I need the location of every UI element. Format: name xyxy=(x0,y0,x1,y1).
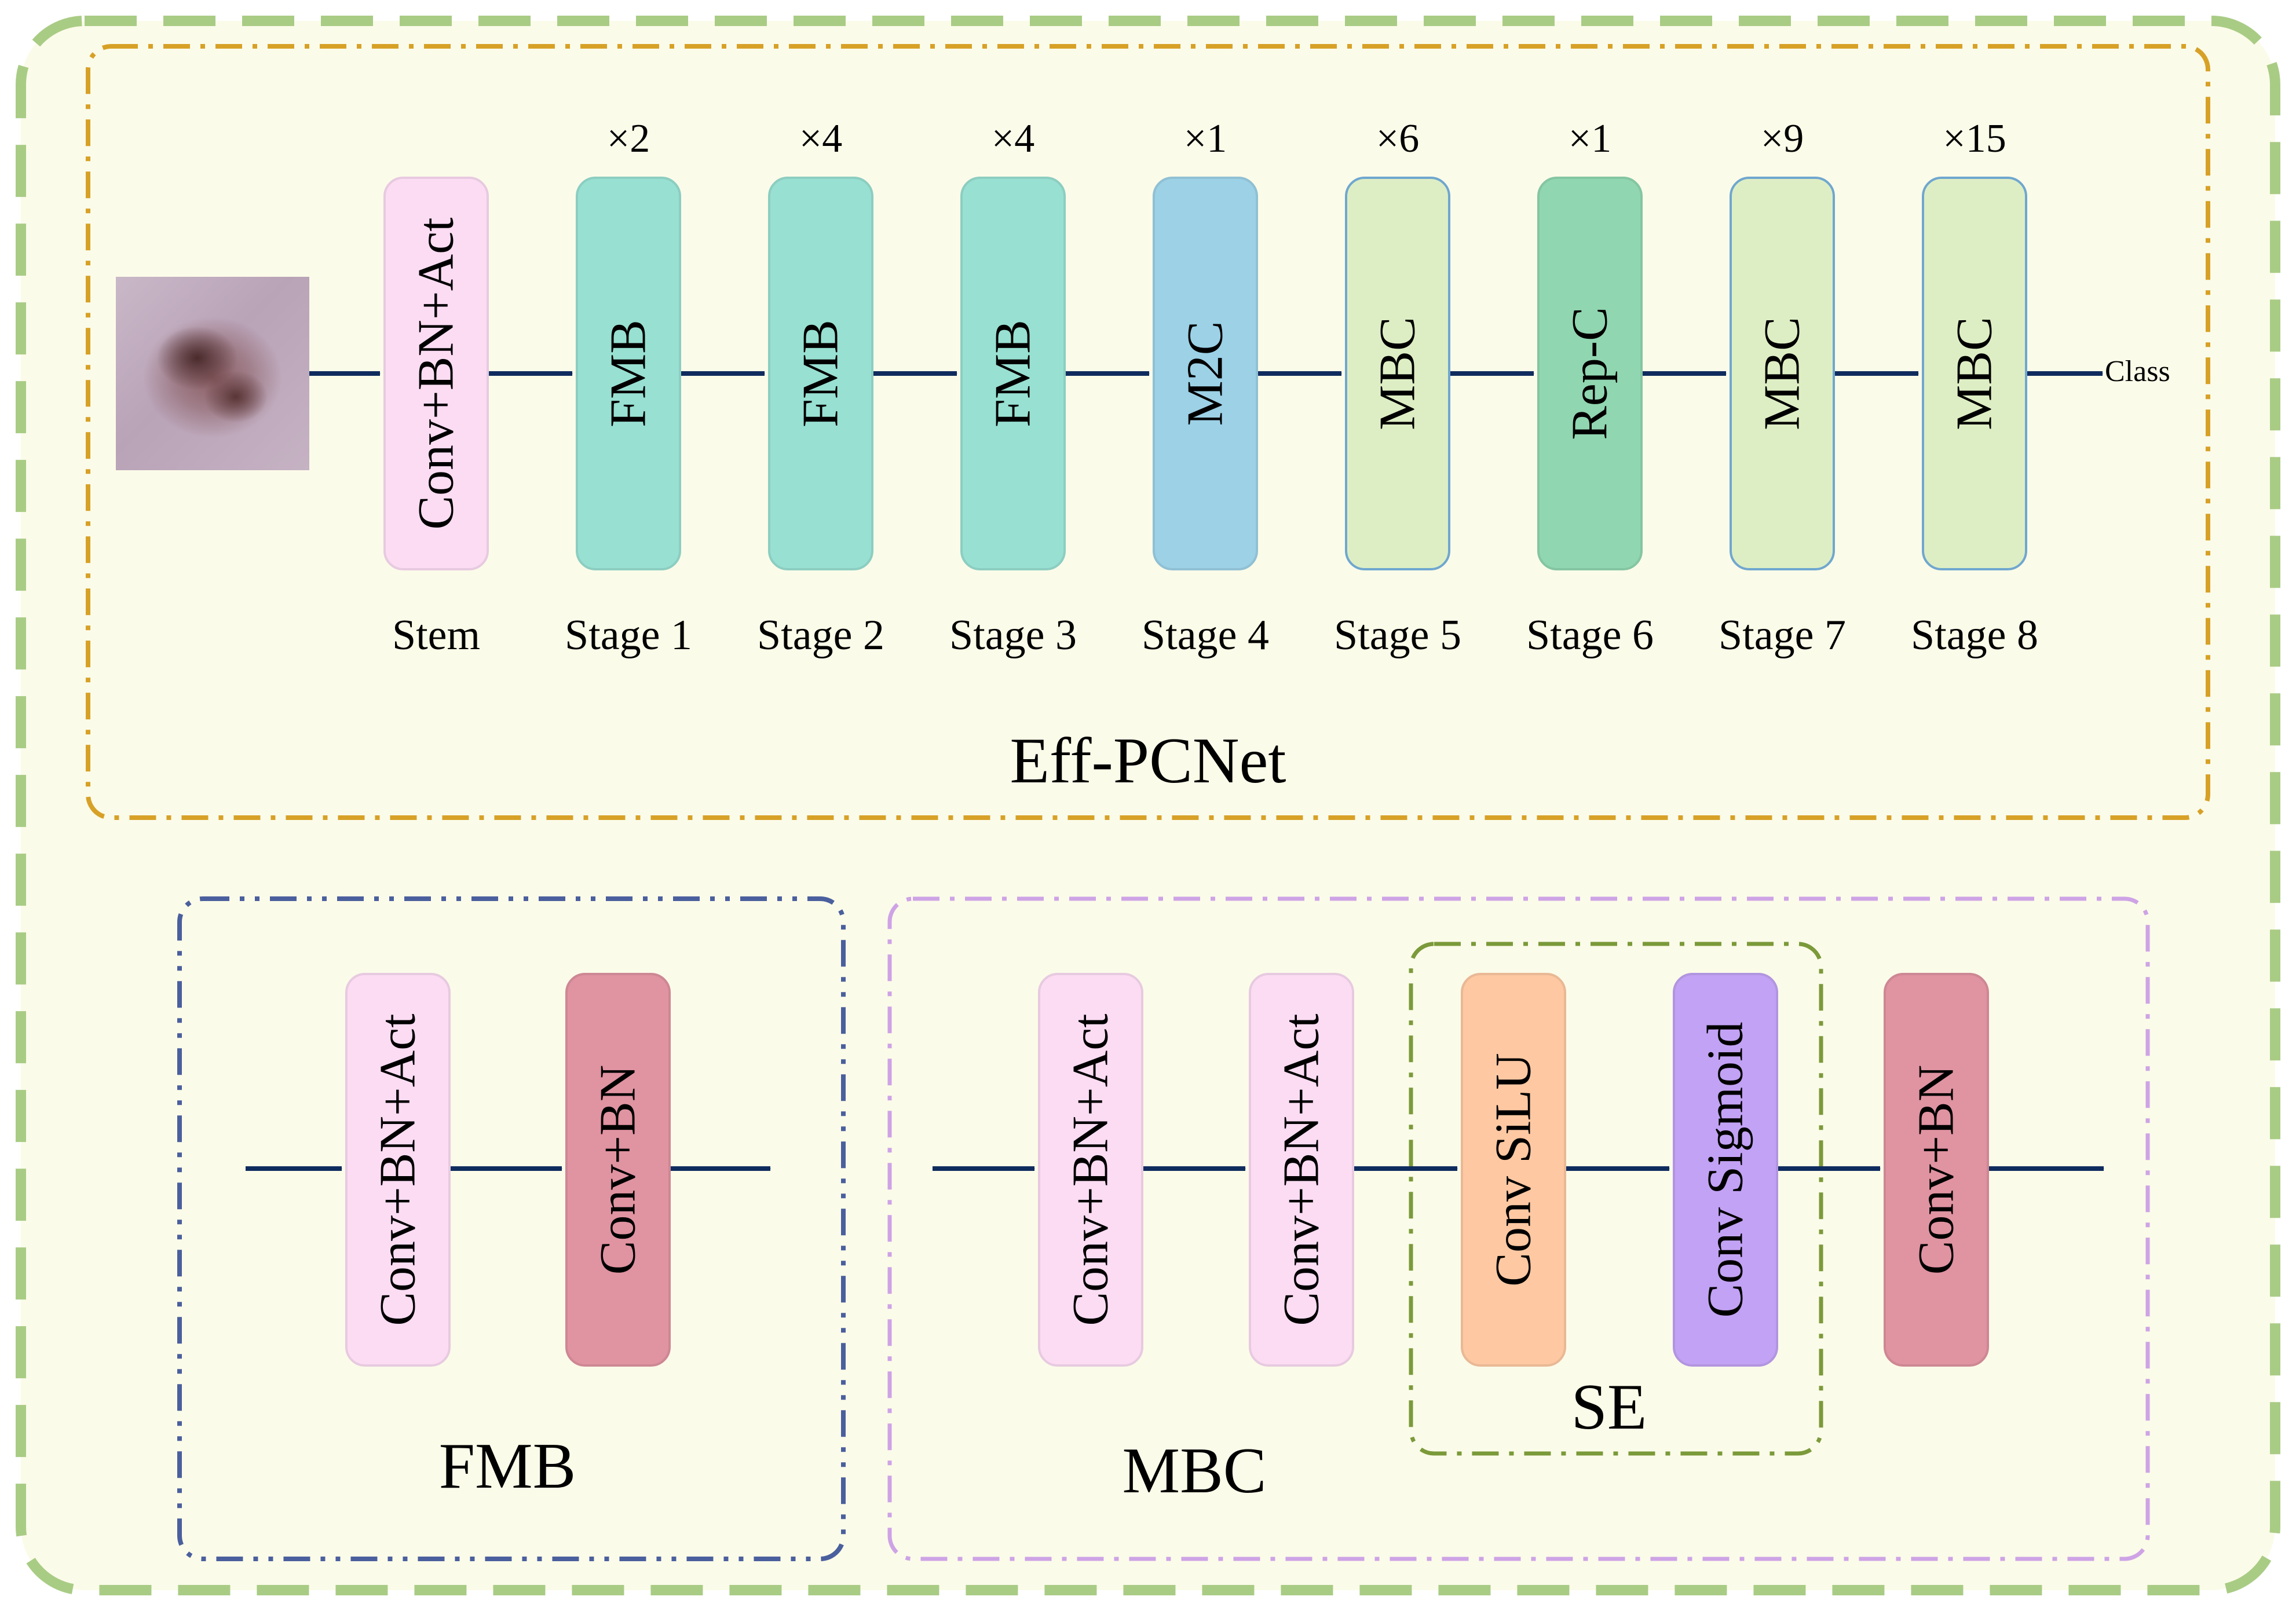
eff-pcnet-frame xyxy=(86,44,2210,820)
stage-8-label: Stage 8 xyxy=(1911,612,2038,659)
stage-6-label: Stage 6 xyxy=(1526,612,1654,659)
stage-3-block-label: FMB xyxy=(985,320,1041,427)
stage-4-label: Stage 4 xyxy=(1142,612,1269,659)
stage-5-block: MBC xyxy=(1345,177,1450,570)
main-title: Eff-PCNet xyxy=(1010,725,1286,797)
fmb-conv-bn-block-2-label: Conv+BN xyxy=(590,1064,646,1275)
stage-4-block-label: M2C xyxy=(1177,321,1234,426)
stage-6-block: Rep-C xyxy=(1537,177,1643,570)
stage-8-block: MBC xyxy=(1922,177,2027,570)
stage-5-block-label: MBC xyxy=(1369,317,1426,430)
mbc-conv-silu-block-3-label: Conv SiLU xyxy=(1485,1053,1542,1287)
stem-block-label: Conv+BN+Act xyxy=(408,217,465,530)
stage-2-label: Stage 2 xyxy=(757,612,884,659)
mbc-conv-bn-act-block-2: Conv+BN+Act xyxy=(1249,973,1354,1367)
stage-4-repeat-count: ×1 xyxy=(1183,116,1227,161)
arrow-layer xyxy=(246,371,2104,1171)
stage-8-block-label: MBC xyxy=(1946,317,2003,430)
stage-3-block: FMB xyxy=(960,177,1066,570)
stage-7-block-label: MBC xyxy=(1754,317,1811,430)
mbc-conv-bn-act-block-1: Conv+BN+Act xyxy=(1038,973,1143,1367)
fmb-conv-bn-act-block-1-label: Conv+BN+Act xyxy=(370,1013,426,1326)
mbc-conv-bn-block-5: Conv+BN xyxy=(1884,973,1989,1367)
stage-2-repeat-count: ×4 xyxy=(799,116,843,161)
mbc-conv-sigmoid-block-4: Conv Sigmoid xyxy=(1673,973,1778,1367)
fmb-frame xyxy=(177,896,846,1561)
se-title: SE xyxy=(1571,1371,1647,1443)
stem-label: Stem xyxy=(392,612,481,659)
fmb-conv-bn-block-2: Conv+BN xyxy=(565,973,671,1367)
fmb-title: FMB xyxy=(438,1430,576,1502)
stage-1-label: Stage 1 xyxy=(565,612,692,659)
mbc-title: MBC xyxy=(1122,1435,1267,1507)
stage-6-block-label: Rep-C xyxy=(1562,307,1618,440)
stage-4-block: M2C xyxy=(1153,177,1258,570)
stage-6-repeat-count: ×1 xyxy=(1568,116,1612,161)
stage-5-label: Stage 5 xyxy=(1334,612,1461,659)
mbc-conv-silu-block-3: Conv SiLU xyxy=(1461,973,1566,1367)
stage-1-repeat-count: ×2 xyxy=(606,116,650,161)
stage-5-repeat-count: ×6 xyxy=(1376,116,1420,161)
stage-2-block-label: FMB xyxy=(792,320,849,427)
mbc-frame xyxy=(887,896,2150,1561)
class-label: Class xyxy=(2105,355,2170,388)
mbc-conv-bn-block-5-label: Conv+BN xyxy=(1908,1064,1965,1275)
stage-7-repeat-count: ×9 xyxy=(1760,116,1804,161)
input-lesion-image xyxy=(116,277,309,470)
stage-7-label: Stage 7 xyxy=(1719,612,1846,659)
mbc-conv-bn-act-block-1-label: Conv+BN+Act xyxy=(1062,1013,1119,1326)
stem-block: Conv+BN+Act xyxy=(383,177,489,570)
stage-2-block: FMB xyxy=(768,177,873,570)
stage-3-label: Stage 3 xyxy=(949,612,1077,659)
mbc-conv-bn-act-block-2-label: Conv+BN+Act xyxy=(1273,1013,1330,1326)
se-frame xyxy=(1409,942,1823,1456)
stage-7-block: MBC xyxy=(1730,177,1835,570)
fmb-conv-bn-act-block-1: Conv+BN+Act xyxy=(345,973,451,1367)
stage-1-block: FMB xyxy=(576,177,681,570)
stage-1-block-label: FMB xyxy=(600,320,657,427)
stage-8-repeat-count: ×15 xyxy=(1943,116,2006,161)
stage-3-repeat-count: ×4 xyxy=(991,116,1035,161)
mbc-conv-sigmoid-block-4-label: Conv Sigmoid xyxy=(1697,1021,1754,1318)
